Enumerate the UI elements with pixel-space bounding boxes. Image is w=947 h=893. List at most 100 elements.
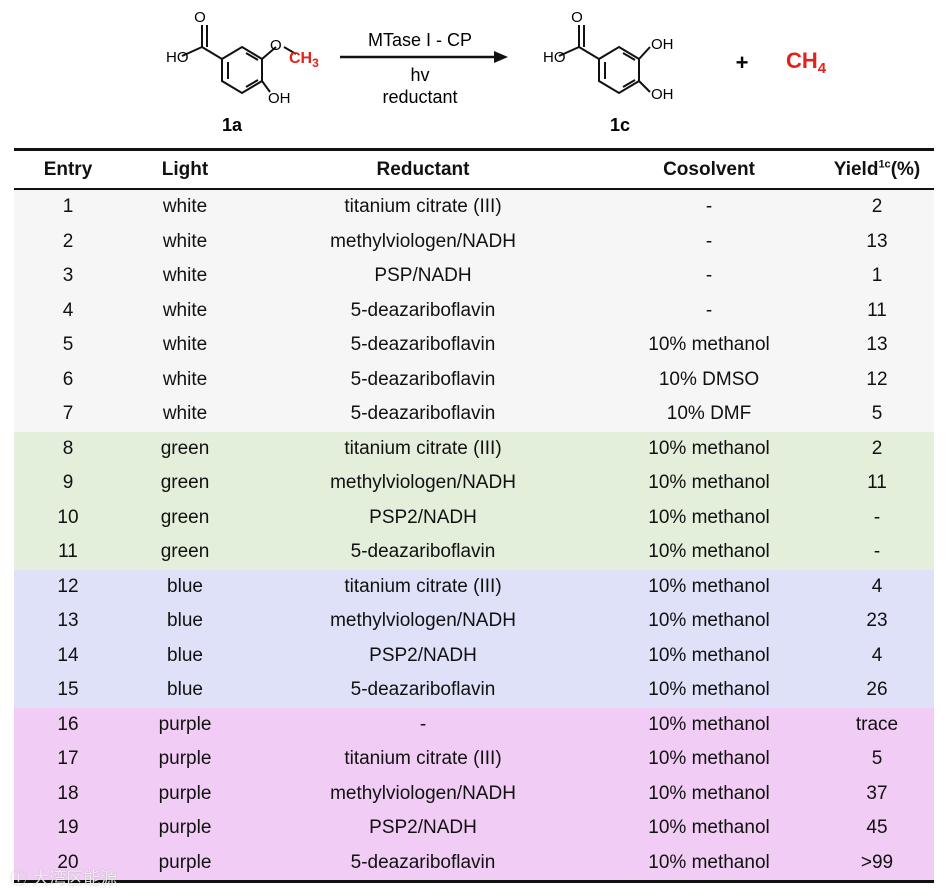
cell-entry: 19	[57, 817, 79, 839]
cell-reductant: PSP/NADH	[374, 265, 472, 287]
table-row: 2 white methylviologen/NADH - 13	[14, 224, 934, 259]
table-bottom-rule	[14, 880, 934, 883]
cell-light: white	[162, 299, 208, 321]
cell-cosolvent: 10% methanol	[648, 334, 770, 356]
cell-cosolvent: 10% methanol	[648, 541, 770, 563]
cell-reductant: 5-deazariboflavin	[350, 679, 496, 701]
cell-reductant: PSP2/NADH	[369, 506, 477, 528]
cell-yield: 5	[871, 748, 883, 770]
reactant-hydroxyl-label: OH	[268, 90, 291, 107]
cell-reductant: 5-deazariboflavin	[350, 403, 496, 425]
cell-cosolvent: -	[705, 299, 713, 321]
results-table: Entry Light Reductant Cosolvent Yield1c(…	[14, 148, 934, 883]
cell-entry: 10	[57, 506, 79, 528]
cell-reductant: -	[419, 713, 427, 735]
cell-light: white	[162, 196, 208, 218]
arrow-condition-light: hv	[410, 65, 429, 85]
cell-cosolvent: 10% DMF	[666, 403, 752, 425]
cell-entry: 6	[62, 368, 74, 390]
plus-sign: +	[736, 50, 749, 75]
cell-reductant: titanium citrate (III)	[344, 196, 502, 218]
cell-cosolvent: 10% methanol	[648, 679, 770, 701]
cell-entry: 4	[62, 299, 74, 321]
cell-light: purple	[158, 851, 212, 873]
arrow-condition-reductant: reductant	[382, 87, 457, 107]
cell-reductant: PSP2/NADH	[369, 817, 477, 839]
reactant-acid-label: HO	[166, 49, 189, 66]
cell-cosolvent: -	[705, 230, 713, 252]
cell-light: purple	[158, 817, 212, 839]
cell-reductant: titanium citrate (III)	[344, 437, 502, 459]
cell-light: purple	[158, 748, 212, 770]
cell-light: green	[160, 472, 210, 494]
cell-cosolvent: 10% methanol	[648, 472, 770, 494]
cell-light: white	[162, 403, 208, 425]
cell-yield: 13	[866, 230, 888, 252]
table-header-rule	[14, 188, 934, 190]
reactant-label: 1a	[222, 115, 243, 135]
cell-reductant: 5-deazariboflavin	[350, 851, 496, 873]
cell-entry: 17	[57, 748, 79, 770]
cell-light: blue	[167, 644, 203, 666]
reactant-structure	[181, 25, 297, 95]
cell-yield: 2	[871, 196, 883, 218]
ether-oxygen: O	[270, 37, 282, 54]
cell-cosolvent: 10% methanol	[648, 851, 770, 873]
cell-cosolvent: 10% DMSO	[658, 368, 760, 390]
cell-entry: 14	[57, 644, 79, 666]
cell-reductant: titanium citrate (III)	[344, 575, 502, 597]
cell-yield: -	[873, 541, 881, 563]
cell-reductant: 5-deazariboflavin	[350, 541, 496, 563]
cell-light: blue	[167, 575, 203, 597]
cell-reductant: 5-deazariboflavin	[350, 334, 496, 356]
cell-reductant: 5-deazariboflavin	[350, 368, 496, 390]
cell-yield: 45	[866, 817, 888, 839]
cell-yield: 11	[867, 299, 887, 321]
cell-entry: 8	[62, 437, 74, 459]
cell-entry: 12	[57, 575, 79, 597]
cell-light: green	[160, 506, 210, 528]
cell-cosolvent: -	[705, 265, 713, 287]
cell-reductant: methylviologen/NADH	[330, 230, 516, 252]
cell-yield: 23	[866, 610, 888, 632]
cell-light: white	[162, 230, 208, 252]
cell-entry: 2	[62, 230, 74, 252]
cell-light: purple	[158, 782, 212, 804]
cell-entry: 5	[62, 334, 74, 356]
cell-yield: 26	[866, 679, 888, 701]
cell-cosolvent: 10% methanol	[648, 610, 770, 632]
cell-light: green	[160, 437, 210, 459]
cell-cosolvent: -	[705, 196, 713, 218]
cell-cosolvent: 10% methanol	[648, 713, 770, 735]
product-structure	[558, 25, 651, 95]
byproduct-methane: CH4	[786, 48, 827, 77]
cell-light: blue	[167, 679, 203, 701]
cell-yield: 5	[871, 403, 883, 425]
product-carbonyl-oxygen: O	[571, 9, 583, 26]
product-oh-top: OH	[651, 36, 674, 53]
cell-light: purple	[158, 713, 212, 735]
cell-entry: 9	[62, 472, 74, 494]
reaction-arrow	[340, 51, 508, 63]
cell-yield: 1	[871, 265, 883, 287]
header-entry: Entry	[43, 158, 93, 180]
cell-light: white	[162, 265, 208, 287]
cell-entry: 13	[57, 610, 79, 632]
cell-entry: 16	[57, 713, 79, 735]
